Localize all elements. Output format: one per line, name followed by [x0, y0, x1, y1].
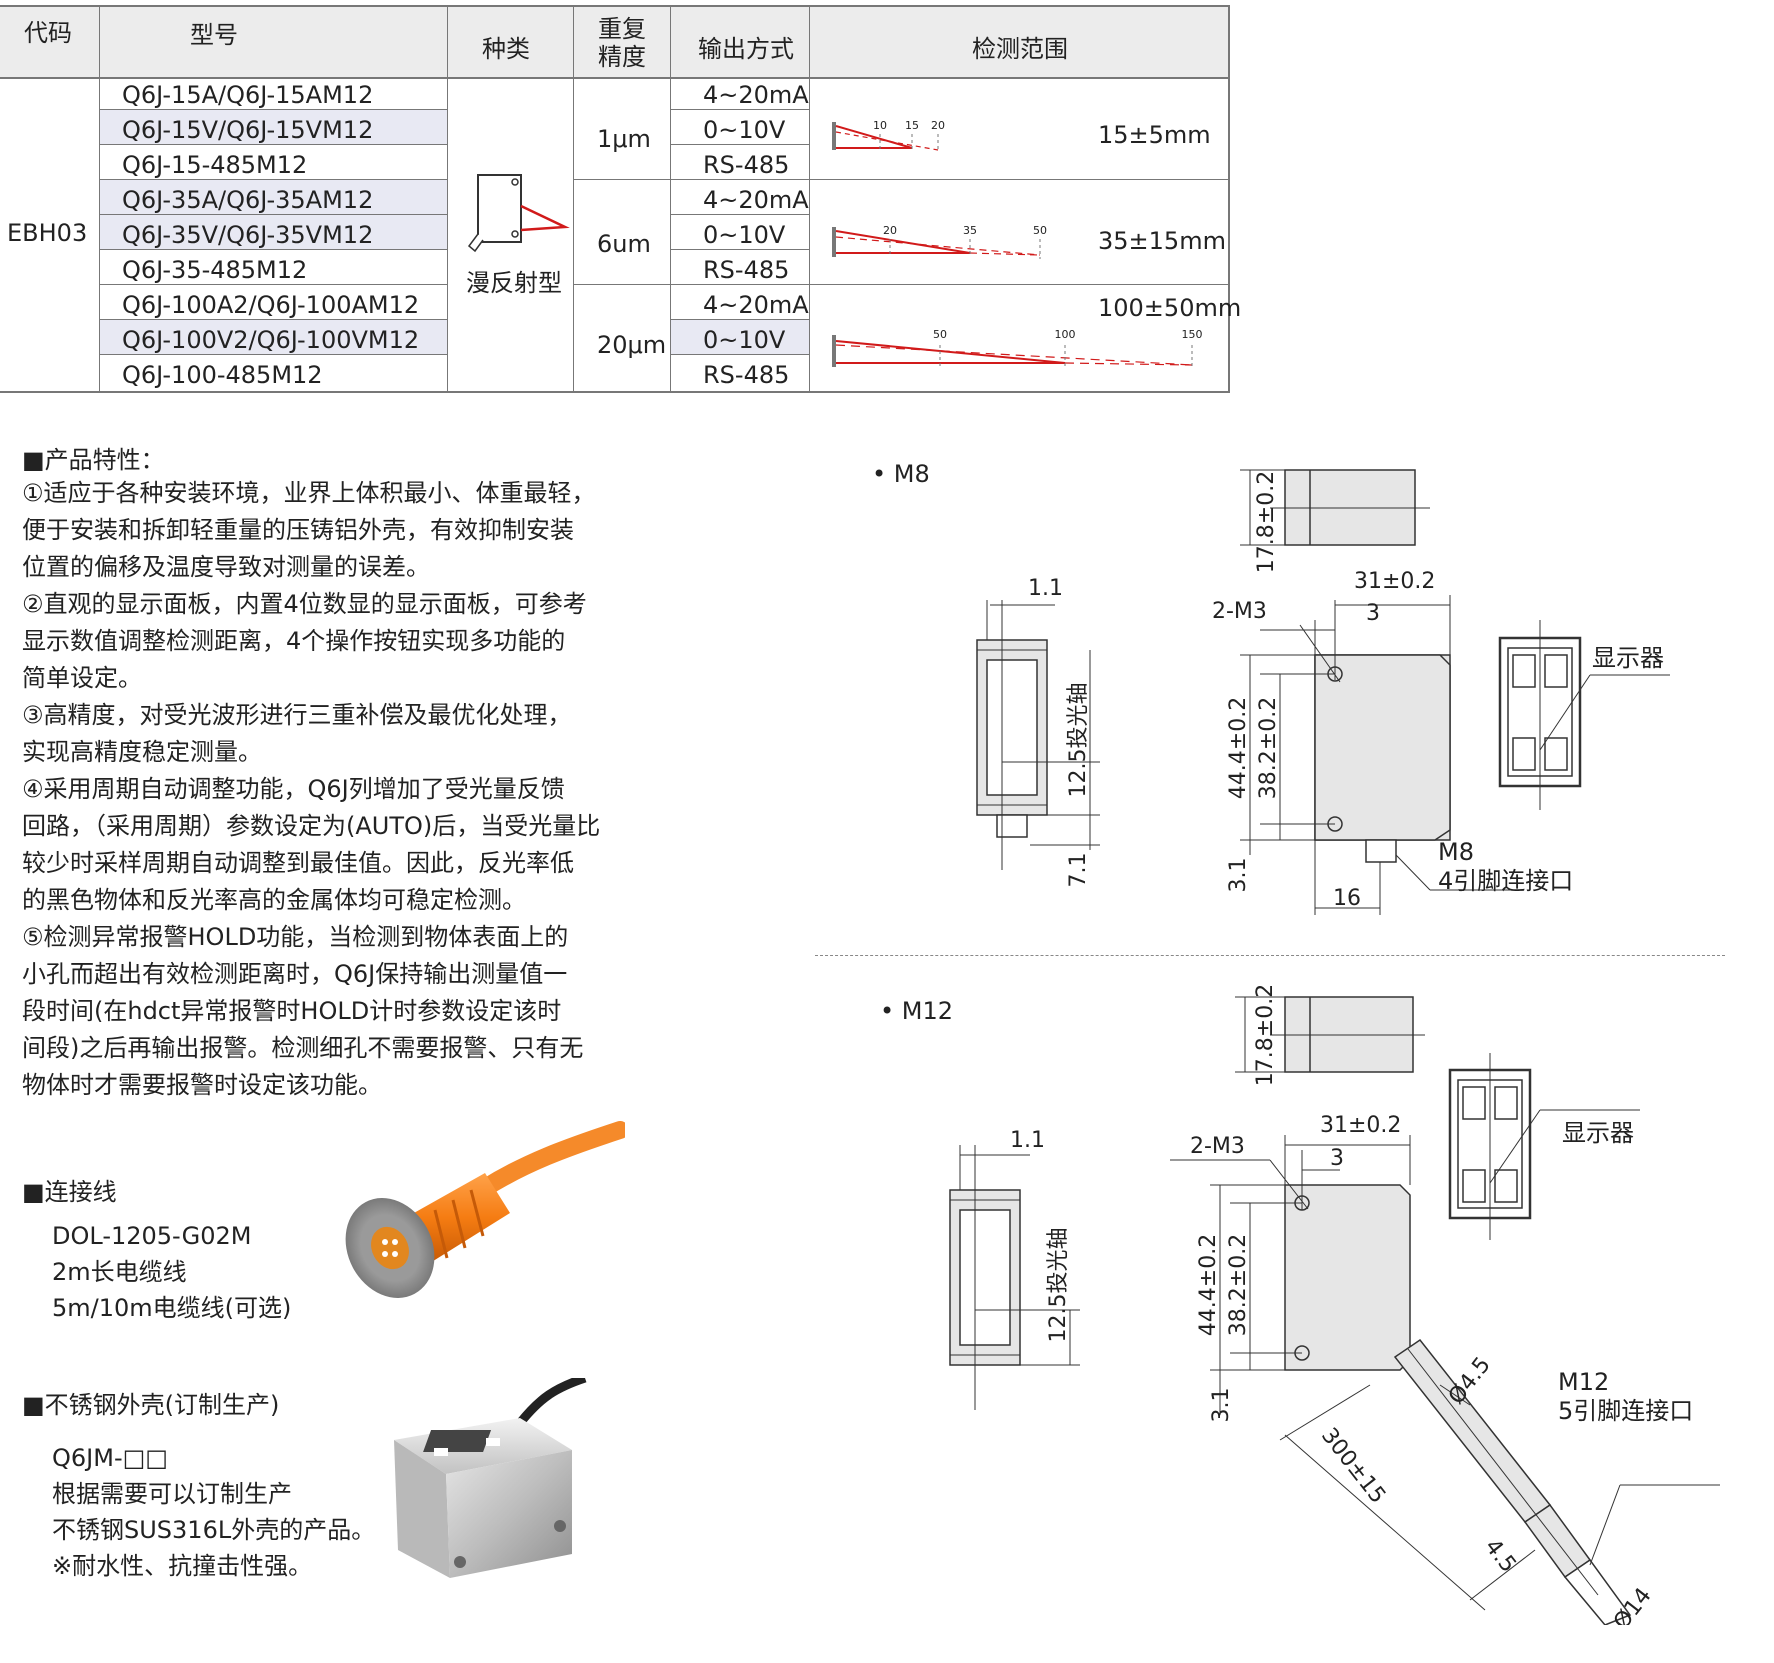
svg-text:3: 3	[1330, 1146, 1344, 1171]
model-cell: Q6J-100A2/Q6J-100AM12	[122, 291, 420, 319]
svg-text:M8: M8	[1438, 838, 1474, 866]
row-shade	[100, 110, 447, 144]
svg-text:显示器: 显示器	[1562, 1119, 1634, 1147]
header-range: 检测范围	[972, 35, 1068, 63]
header-code: 代码	[24, 19, 72, 47]
model-cell: Q6J-100V2/Q6J-100VM12	[122, 326, 420, 354]
range-value: 100±50mm	[1098, 294, 1242, 322]
svg-text:5引脚连接口: 5引脚连接口	[1558, 1397, 1693, 1425]
svg-text:150: 150	[1182, 328, 1203, 341]
svg-text:38.2±0.2: 38.2±0.2	[1256, 697, 1281, 799]
svg-text:3: 3	[1366, 601, 1380, 626]
output-cell: 0~10V	[703, 116, 786, 144]
output-cell: 4~20mA	[703, 81, 809, 109]
spec-table: 代码 型号 种类 重复 精度 输出方式 检测范围 EBH03 Q6J-15A/Q…	[0, 5, 1241, 393]
svg-text:10: 10	[873, 119, 887, 132]
m8-dimension-drawing: 17.8±0.2 1.1 12.5投光轴 7.1 31±0.2 3 2-M3 4…	[976, 469, 1670, 915]
model-cell: Q6J-35-485M12	[122, 256, 308, 284]
svg-text:16: 16	[1333, 886, 1361, 911]
svg-text:300±15: 300±15	[1316, 1423, 1390, 1508]
svg-text:17.8±0.2: 17.8±0.2	[1254, 471, 1279, 573]
svg-text:1.1: 1.1	[1010, 1128, 1045, 1153]
svg-text:35: 35	[963, 224, 977, 237]
cable-text: DOL-1205-G02M 2m长电缆线 5m/10m电缆线(可选)	[52, 1222, 292, 1322]
model-cell: Q6J-15V/Q6J-15VM12	[122, 116, 374, 144]
svg-text:31±0.2: 31±0.2	[1320, 1113, 1401, 1138]
row-shade	[100, 215, 447, 249]
model-cell: Q6J-15A/Q6J-15AM12	[122, 81, 374, 109]
svg-text:4引脚连接口: 4引脚连接口	[1438, 867, 1573, 895]
svg-text:44.4±0.2: 44.4±0.2	[1226, 697, 1251, 799]
svg-text:3.1: 3.1	[1226, 858, 1251, 893]
header-model: 型号	[190, 21, 238, 49]
svg-text:3.1: 3.1	[1209, 1388, 1234, 1423]
svg-text:2-M3: 2-M3	[1190, 1134, 1245, 1159]
svg-text:7.1: 7.1	[1066, 853, 1091, 888]
table-header-bg	[0, 5, 1230, 77]
svg-text:100: 100	[1055, 328, 1076, 341]
svg-text:17.8±0.2: 17.8±0.2	[1253, 985, 1278, 1086]
svg-text:38.2±0.2: 38.2±0.2	[1226, 1234, 1251, 1336]
stainless-housing-image	[394, 1378, 587, 1578]
range-value: 35±15mm	[1098, 227, 1226, 255]
row-shade	[100, 320, 447, 354]
output-cell: RS-485	[703, 151, 790, 179]
m8-label: • M8	[872, 460, 930, 488]
m12-label: • M12	[880, 997, 954, 1025]
row-shade	[670, 320, 809, 354]
output-cell: 0~10V	[703, 326, 786, 354]
svg-text:4.5: 4.5	[1479, 1535, 1520, 1578]
svg-text:15: 15	[905, 119, 919, 132]
svg-text:1.1: 1.1	[1028, 576, 1063, 601]
m12-dimension-drawing: 17.8±0.2 1.1 12.5投光轴 31±0.2 3 2-M3 44.4±…	[949, 985, 1720, 1625]
range-value: 15±5mm	[1098, 121, 1211, 149]
housing-title: ■不锈钢外壳(订制生产)	[22, 1391, 280, 1419]
svg-text:2-M3: 2-M3	[1212, 599, 1267, 624]
type-label: 漫反射型	[466, 269, 562, 297]
section-divider	[815, 955, 1725, 956]
svg-text:20: 20	[883, 224, 897, 237]
svg-text:50: 50	[933, 328, 947, 341]
output-cell: 4~20mA	[703, 186, 809, 214]
product-code: EBH03	[7, 219, 88, 247]
svg-text:31±0.2: 31±0.2	[1354, 569, 1435, 594]
housing-text: Q6JM-□□ 根据需要可以订制生产 不锈钢SUS316L外壳的产品。 ※耐水性…	[52, 1444, 376, 1580]
diffuse-sensor-icon	[467, 174, 570, 253]
model-cell: Q6J-35A/Q6J-35AM12	[122, 186, 374, 214]
precision-cell: 20μm	[597, 331, 667, 359]
features-text: ①适应于各种安装环境，业界上体积最小、体重最轻， 便于安装和拆卸轻重量的压铸铝外…	[22, 479, 601, 1099]
header-precision: 重复 精度	[598, 15, 646, 71]
svg-text:显示器: 显示器	[1592, 644, 1664, 672]
model-cell: Q6J-35V/Q6J-35VM12	[122, 221, 374, 249]
row-shade	[100, 180, 447, 214]
model-cell: Q6J-15-485M12	[122, 151, 308, 179]
svg-text:50: 50	[1033, 224, 1047, 237]
precision-cell: 6um	[597, 230, 651, 258]
range-diagram-100: 50 100 150	[832, 328, 1203, 369]
features-title: ■产品特性：	[22, 446, 165, 474]
output-cell: RS-485	[703, 256, 790, 284]
precision-cell: 1μm	[597, 125, 651, 153]
range-diagram-35: 20 35 50	[832, 224, 1047, 259]
cable-title: ■连接线	[22, 1178, 117, 1206]
output-cell: 4~20mA	[703, 291, 809, 319]
svg-text:12.5投光轴: 12.5投光轴	[1046, 1228, 1071, 1343]
svg-text:M12: M12	[1558, 1368, 1609, 1396]
svg-text:20: 20	[931, 119, 945, 132]
range-diagram-15: 10 15 20	[832, 119, 945, 152]
output-cell: RS-485	[703, 361, 790, 389]
cable-connector-image	[345, 1121, 625, 1298]
output-cell: 0~10V	[703, 221, 786, 249]
svg-text:44.4±0.2: 44.4±0.2	[1196, 1234, 1221, 1336]
header-type: 种类	[482, 35, 530, 63]
header-output: 输出方式	[698, 35, 794, 63]
svg-text:12.5投光轴: 12.5投光轴	[1066, 683, 1091, 798]
model-cell: Q6J-100-485M12	[122, 361, 323, 389]
